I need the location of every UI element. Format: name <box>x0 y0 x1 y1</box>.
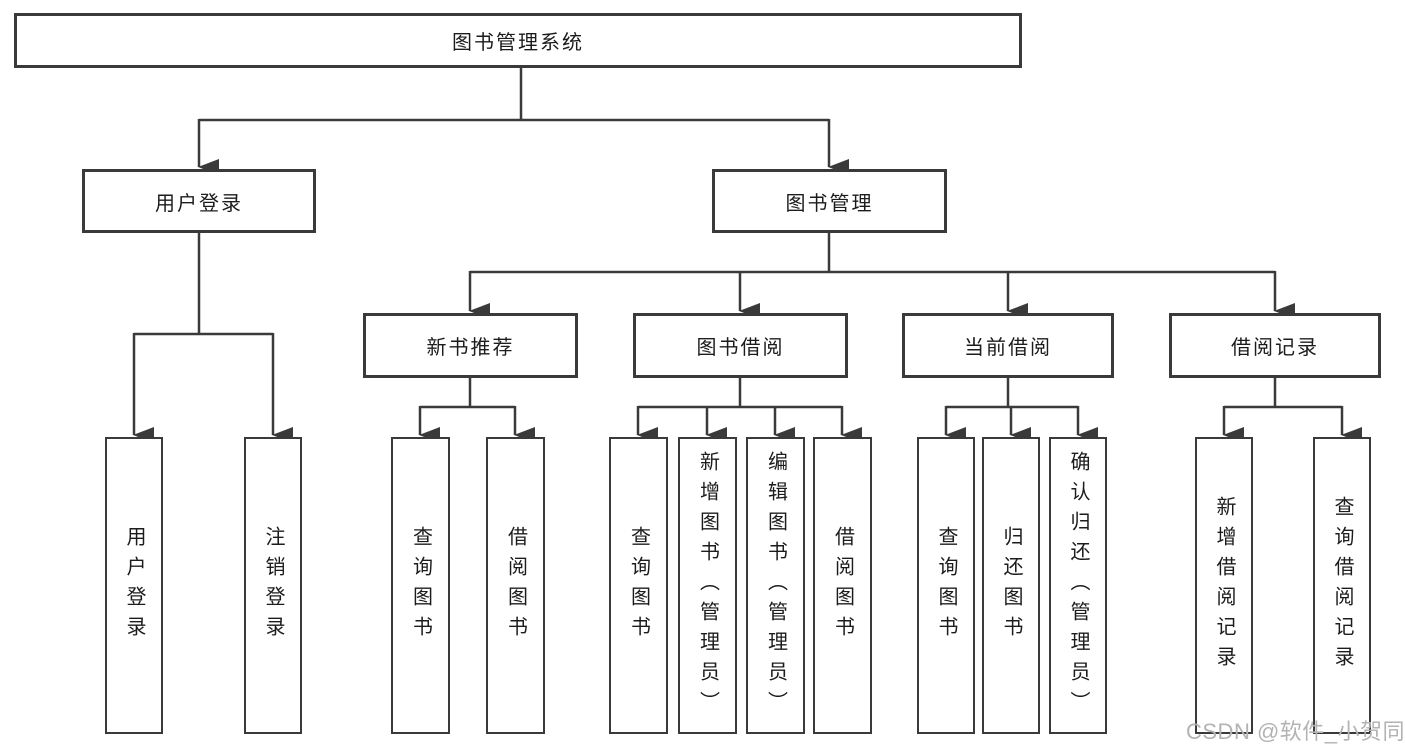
node-label: 新增图书（管理员） <box>696 450 719 721</box>
node-label: 图书管理 <box>785 192 874 215</box>
node-user-login: 用户登录 <box>82 169 316 233</box>
node-label: 查询图书 <box>935 525 957 646</box>
leaf-query-borrow-record: 查询借阅记录 <box>1313 437 1371 734</box>
node-label: 查询图书 <box>627 525 650 646</box>
node-label: 图书管理系统 <box>452 32 584 54</box>
csdn-watermark: CSDN @软件_小贺同学 <box>1186 719 1405 744</box>
node-label: 注销登录 <box>262 525 284 646</box>
leaf-user-login: 用户登录 <box>105 437 163 734</box>
node-label: 当前借阅 <box>964 337 1052 359</box>
node-root-library-system: 图书管理系统 <box>14 13 1022 68</box>
leaf-add-borrow-record: 新增借阅记录 <box>1195 437 1253 734</box>
node-label: 新书推荐 <box>426 337 515 359</box>
leaf-confirm-return-admin: 确认归还（管理员） <box>1049 437 1107 734</box>
leaf-query-books-current: 查询图书 <box>917 437 975 734</box>
leaf-borrow-books: 借阅图书 <box>813 437 872 734</box>
node-label: 借阅记录 <box>1231 337 1319 359</box>
node-current-borrowing: 当前借阅 <box>902 313 1114 378</box>
leaf-query-books-rec: 查询图书 <box>391 437 450 734</box>
node-label: 查询借阅记录 <box>1331 495 1353 676</box>
node-label: 图书借阅 <box>696 337 785 359</box>
node-label: 新增借阅记录 <box>1213 495 1235 676</box>
node-label: 借阅图书 <box>504 525 527 646</box>
node-label: 确认归还（管理员） <box>1067 450 1089 721</box>
node-label: 查询图书 <box>409 525 432 646</box>
node-label: 归还图书 <box>1000 525 1022 646</box>
node-label: 编辑图书（管理员） <box>764 450 787 721</box>
leaf-borrow-books-rec: 借阅图书 <box>486 437 545 734</box>
node-borrowing-records: 借阅记录 <box>1169 313 1381 378</box>
node-label: 用户登录 <box>123 525 145 646</box>
node-label: 用户登录 <box>155 192 243 215</box>
node-book-borrowing: 图书借阅 <box>633 313 848 378</box>
leaf-edit-books-admin: 编辑图书（管理员） <box>746 437 805 734</box>
leaf-logout: 注销登录 <box>244 437 302 734</box>
leaf-add-books-admin: 新增图书（管理员） <box>678 437 737 734</box>
leaf-query-books-borrow: 查询图书 <box>609 437 668 734</box>
node-new-book-recommend: 新书推荐 <box>363 313 578 378</box>
node-label: 借阅图书 <box>831 525 854 646</box>
leaf-return-books: 归还图书 <box>982 437 1040 734</box>
node-book-management: 图书管理 <box>712 169 947 233</box>
